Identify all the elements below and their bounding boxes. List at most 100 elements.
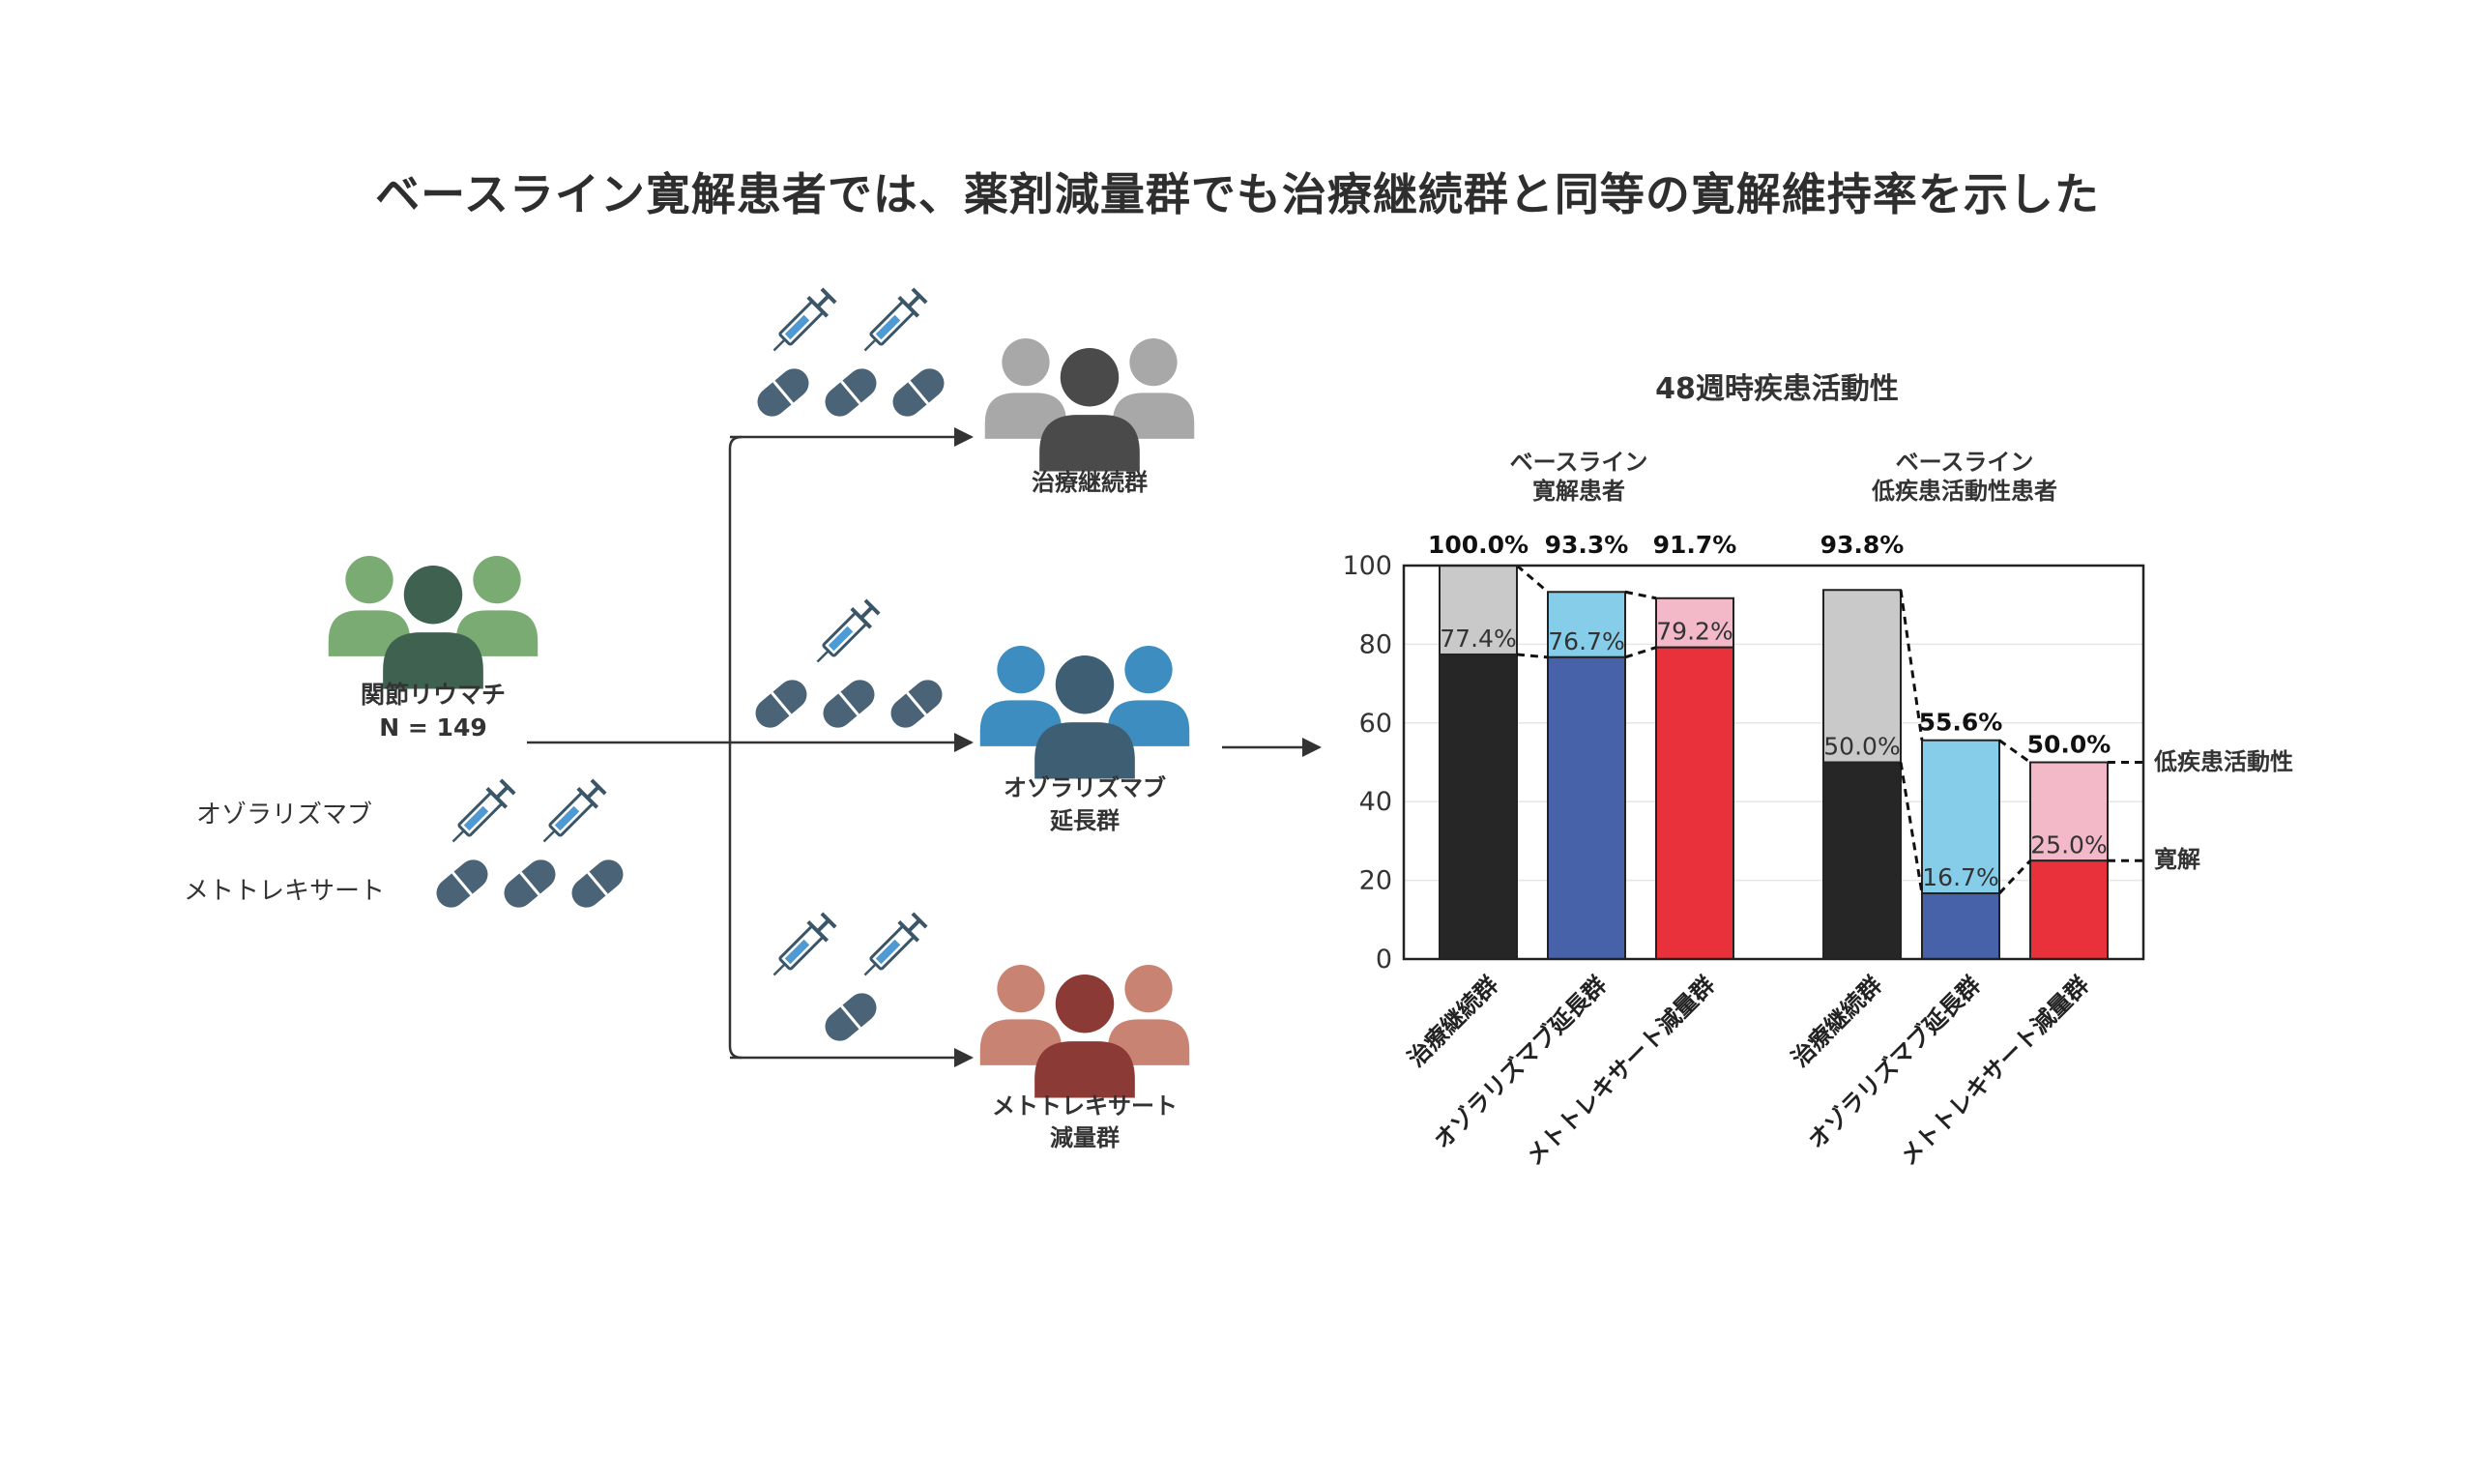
y-tick-label: 80 [1359, 629, 1392, 659]
category-label-g0-2: メトトレキサート減量群 [1521, 971, 1720, 1170]
remission-label-g1-1: 16.7% [1922, 863, 1998, 891]
plot-frame [1402, 564, 2145, 961]
arm-2-people-icon [979, 965, 1190, 1098]
drug-label-methotrexate: メトトレキサート [184, 877, 385, 906]
pill-icon [755, 680, 807, 728]
y-tick-label: 20 [1359, 866, 1392, 896]
bar-g1-0-remission [1822, 761, 1902, 960]
syringe-icon [772, 912, 837, 976]
pill-icon [825, 368, 877, 417]
person-center-icon [1034, 655, 1135, 779]
drug-label-ozoralizumab: オゾラリズマブ [196, 800, 372, 829]
arm-1-label-line-1: 延長群 [1049, 807, 1120, 834]
treatment-arms [755, 287, 1195, 1098]
group-0-label-line-0: ベースライン [1510, 449, 1648, 476]
connector-dashed-line [1516, 564, 1549, 594]
page-title: ベースライン寛解患者では、薬剤減量群でも治療継続群と同等の寛解維持率を示した [375, 168, 2100, 220]
bar-g1-1-remission [1921, 892, 2000, 961]
connector-dashed-line [1624, 646, 1657, 659]
syringe-icon [772, 287, 837, 352]
group-0-label-line-1: 寛解患者 [1532, 478, 1625, 505]
bar-g0-1-remission [1547, 655, 1626, 960]
person-right-icon [455, 556, 539, 656]
bar-g0-2-low-activity [1655, 597, 1734, 649]
arm-0-label-line-0: 治療継続群 [1032, 469, 1148, 496]
y-tick-label: 100 [1342, 551, 1392, 581]
arm-1-label-line-0: オゾラリズマブ [1004, 774, 1166, 801]
total-label-g0-0: 100.0% [1428, 531, 1529, 559]
remission-label-g1-0: 50.0% [1823, 733, 1900, 761]
legend-low-activity: 低疾患活動性 [2153, 748, 2293, 775]
remission-label-g0-1: 76.7% [1548, 627, 1624, 655]
population-n-label: N = 149 [379, 713, 486, 742]
pill-icon [504, 859, 556, 908]
pill-icon [757, 368, 809, 417]
y-tick-label: 0 [1376, 945, 1392, 975]
person-right-icon [1107, 965, 1190, 1065]
syringe-icon [816, 598, 881, 663]
y-tick-label: 40 [1359, 787, 1392, 817]
bar-g1-2-remission [2029, 859, 2109, 960]
population-label: 関節リウマチ [361, 681, 506, 709]
flow-arrows [527, 427, 1322, 1067]
total-label-g1-2: 50.0% [2027, 731, 2111, 759]
syringe-icon [542, 778, 607, 843]
connector-dashed-line [1997, 859, 2032, 895]
pill-icon [823, 680, 875, 728]
category-label-g1-1: オゾラリズマブ延長群 [1803, 971, 1987, 1154]
y-tick-label: 60 [1359, 709, 1392, 739]
syringe-icon [451, 778, 516, 843]
syringe-icon [863, 287, 928, 352]
pill-icon [571, 859, 624, 908]
total-label-g1-0: 93.8% [1820, 531, 1905, 559]
connector-dashed-line [1899, 762, 1924, 894]
person-center-icon [383, 566, 483, 689]
pill-icon [890, 680, 943, 728]
person-left-icon [984, 338, 1067, 439]
bar-g0-1-low-activity [1547, 591, 1626, 658]
total-label-g0-1: 93.3% [1545, 531, 1629, 559]
person-right-icon [1107, 646, 1190, 746]
total-label-g0-2: 91.7% [1653, 531, 1737, 559]
split-vertical-line [728, 435, 742, 1060]
population-medication-icons [436, 778, 624, 908]
person-center-icon [1039, 348, 1140, 472]
arm-0-medication-icons [757, 287, 945, 417]
bar-g0-0-remission [1439, 653, 1518, 960]
category-label-g0-0: 治療継続群 [1403, 971, 1504, 1072]
person-left-icon [979, 965, 1063, 1065]
bar-g1-1-low-activity [1921, 739, 2000, 895]
person-left-icon [328, 556, 411, 656]
pill-icon [892, 368, 945, 417]
total-label-g1-1: 55.6% [1919, 709, 2003, 737]
pill-icon [436, 859, 488, 908]
connector-dashed-line [1998, 739, 2031, 764]
arm-1-people-icon [979, 646, 1190, 779]
syringe-icon [863, 912, 928, 976]
person-center-icon [1034, 975, 1135, 1098]
group-1-label-line-1: 低疾患活動性患者 [1871, 478, 2057, 505]
bar-g0-0-low-activity [1439, 565, 1518, 655]
arm-2-medication-icons [772, 912, 928, 1041]
remission-label-g0-0: 77.4% [1440, 625, 1516, 653]
connector-dashed-line [1624, 590, 1657, 600]
bar-g0-2-remission [1655, 646, 1734, 960]
bar-g1-2-low-activity [2029, 761, 2109, 862]
arm-2-label-line-0: メトトレキサート [992, 1092, 1178, 1120]
person-left-icon [979, 646, 1063, 746]
legend-remission: 寛解 [2154, 846, 2200, 873]
arm-2-label-line-1: 減量群 [1050, 1124, 1120, 1151]
population-people-icon [328, 556, 539, 689]
bar-chart: 0 20 40 60 80 100 77.4% 100.0% 治療継続群 76.7% 93.3% オゾ… [1342, 531, 2146, 1171]
remission-label-g0-2: 79.2% [1656, 618, 1732, 646]
connector-dashed-line [1899, 590, 1924, 741]
category-label-g1-0: 治療継続群 [1787, 971, 1888, 1072]
population-people-icon [328, 556, 539, 689]
person-right-icon [1112, 338, 1195, 439]
connector-dashed-line [1516, 653, 1549, 659]
arm-0-people-icon [984, 338, 1195, 472]
remission-label-g1-2: 25.0% [2030, 830, 2107, 858]
category-label-g1-2: メトトレキサート減量群 [1895, 971, 2094, 1170]
pill-icon [825, 993, 877, 1041]
